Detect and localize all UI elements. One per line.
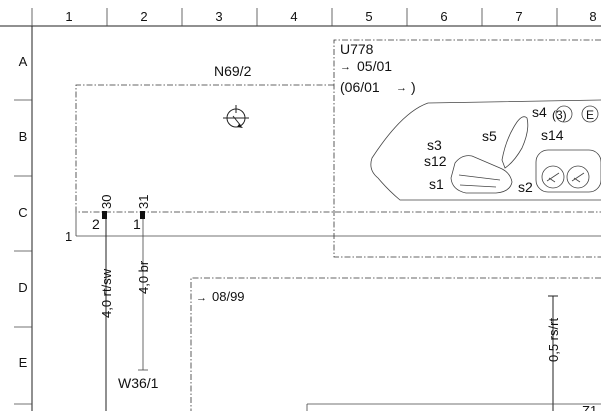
indicator-3-icon: [555, 105, 573, 123]
column-label-7: 7: [515, 9, 522, 24]
grid-frame: 1 2 3 4 5 6 7 8 A B C D E: [0, 8, 601, 411]
switch-s12: s12: [424, 153, 447, 169]
switch-s5: s5: [482, 128, 497, 144]
switch-s1: s1: [429, 176, 444, 192]
column-label-6: 6: [440, 9, 447, 24]
row-label-d: D: [18, 280, 27, 295]
until-0601-arrow: →: [396, 82, 407, 94]
column-label-4: 4: [290, 9, 297, 24]
connector: [75, 211, 601, 237]
w36-label: W36/1: [118, 375, 159, 391]
pin-2-label: 2: [92, 216, 100, 232]
from-0899-arrow: →: [196, 292, 207, 304]
ground-symbol: [223, 105, 249, 128]
switch-s14: s14: [541, 127, 564, 143]
until-0601-note: (06/01: [340, 79, 380, 95]
column-label-3: 3: [215, 9, 222, 24]
pin-30-label: 30: [99, 195, 114, 209]
row-label-e: E: [19, 355, 28, 370]
row-label-a: A: [19, 54, 28, 69]
pin-1-inner-label: 1: [133, 216, 141, 232]
column-label-8: 8: [589, 9, 596, 24]
switch-s3: s3: [427, 137, 442, 153]
wire-label-1: 4,0 rt/sw: [99, 268, 114, 318]
column-label-5: 5: [365, 9, 372, 24]
wire-label-3: 0,5 rs/rt: [546, 318, 561, 362]
u778-label: U778: [340, 41, 374, 57]
from-0501-arrow: →: [340, 61, 351, 73]
seat-outline: [370, 99, 601, 201]
module-outlines: [75, 39, 601, 411]
lower-module-outline: [190, 277, 601, 411]
from-0899-note: 08/99: [212, 289, 245, 304]
wires: [105, 219, 601, 411]
switch-s4: s4: [532, 104, 547, 120]
from-0501-note: 05/01: [357, 58, 392, 74]
until-0601-close: ): [411, 79, 416, 95]
u778-outline: [333, 39, 601, 258]
z1-label: Z1: [582, 403, 597, 411]
bracket-3-label: (3): [552, 108, 567, 122]
seat-heating-right-icon: [566, 165, 590, 189]
pin-31-label: 31: [136, 195, 151, 209]
letter-e-label: E: [586, 108, 594, 122]
seat-heating-left-icon: [541, 165, 565, 189]
column-label-1: 1: [65, 9, 72, 24]
column-label-2: 2: [140, 9, 147, 24]
n69-outline: [75, 84, 601, 213]
seat-back-icon: [501, 116, 529, 169]
n69-label: N69/2: [214, 63, 252, 79]
row-label-b: B: [19, 129, 28, 144]
pin-1-outer-label: 1: [65, 229, 72, 244]
indicator-e-icon: [581, 105, 599, 123]
wire-label-2: 4,0 br: [136, 260, 151, 294]
seat-cushion-icon: [450, 155, 513, 194]
row-label-c: C: [18, 205, 27, 220]
switch-s2: s2: [518, 179, 533, 195]
control-panel: [535, 149, 601, 193]
